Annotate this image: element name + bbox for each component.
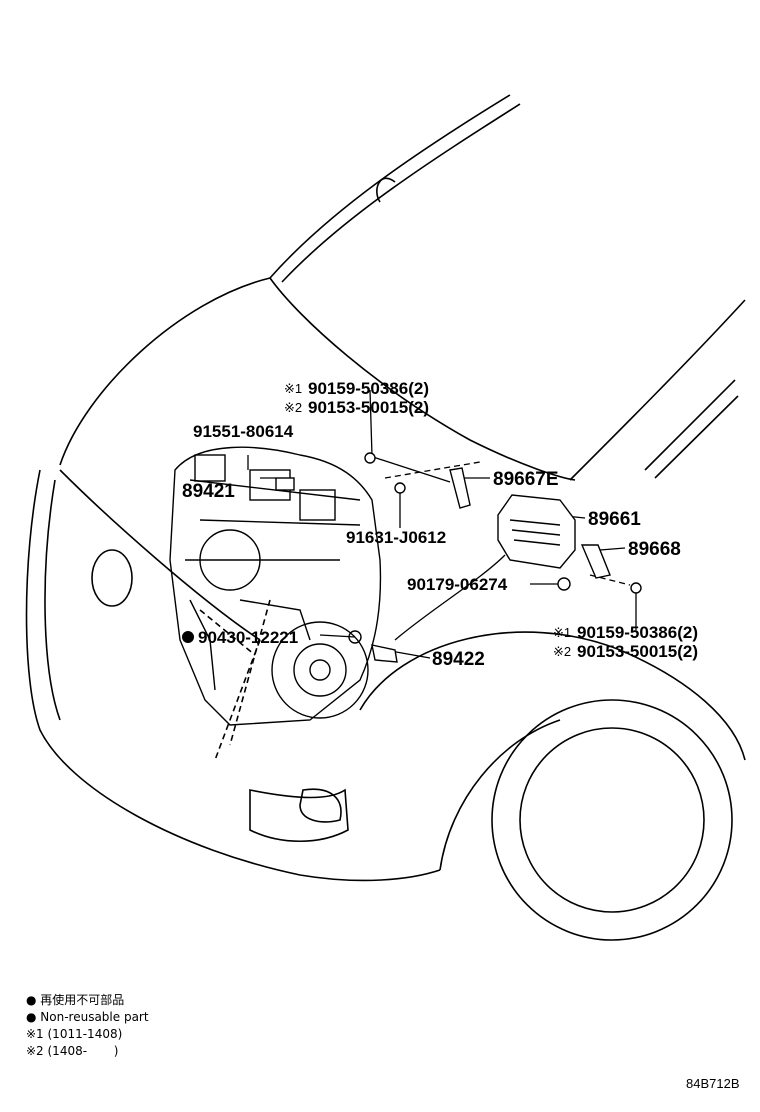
part-89422: 89422	[432, 649, 485, 670]
bracket-89667e-shape	[449, 467, 471, 509]
sensor-89422-shape	[371, 644, 398, 663]
part-labels: ※1 90159-50386(2) ※2 90153-50015(2) 9155…	[182, 379, 698, 670]
part-91631-j0612: 91631-J0612	[346, 528, 446, 547]
part-90179-06274: 90179-06274	[407, 575, 508, 594]
part-89667e: 89667E	[493, 469, 559, 490]
component-shapes	[275, 452, 642, 663]
vehicle-body-outline	[25, 94, 746, 941]
part-89661: 89661	[588, 509, 641, 530]
sensor-89421-shape	[275, 477, 295, 491]
mark-top-bolt-1: ※1	[284, 381, 302, 396]
note-range-1: ※1 (1011-1408)	[26, 1027, 123, 1041]
bolt-right-shape	[630, 582, 642, 594]
part-90430-12221: 90430-12221	[198, 628, 298, 647]
note-non-reusable-en: ● Non-reusable part	[26, 1010, 149, 1024]
legend-notes: ● 再使用不可部品 ● Non-reusable part ※1 (1011-1…	[26, 992, 149, 1060]
part-89421: 89421	[182, 481, 235, 502]
mark-right-bolt-2: ※2	[553, 644, 571, 659]
part-top-bolt-2: 90153-50015(2)	[308, 398, 429, 417]
part-89668: 89668	[628, 539, 681, 560]
ecu-module-shape	[497, 494, 576, 569]
mark-right-bolt-1: ※1	[553, 625, 571, 640]
screw-91631-shape	[394, 482, 406, 494]
nut-90179-shape	[557, 577, 571, 591]
part-91551-80614: 91551-80614	[193, 422, 294, 441]
note-range-2: ※2 (1408- )	[26, 1044, 119, 1058]
mark-top-bolt-2: ※2	[284, 400, 302, 415]
diagram-code: 84B712B	[686, 1076, 740, 1091]
bolt-top-shape	[364, 452, 376, 464]
part-right-bolt-2: 90153-50015(2)	[577, 642, 698, 661]
part-top-bolt-1: 90159-50386(2)	[308, 379, 429, 398]
engine-assembly	[169, 446, 382, 726]
note-non-reusable-jp: ● 再使用不可部品	[26, 993, 125, 1007]
non-reusable-marker	[182, 631, 194, 643]
bracket-89668-shape	[580, 544, 611, 579]
part-right-bolt-1: 90159-50386(2)	[577, 623, 698, 642]
